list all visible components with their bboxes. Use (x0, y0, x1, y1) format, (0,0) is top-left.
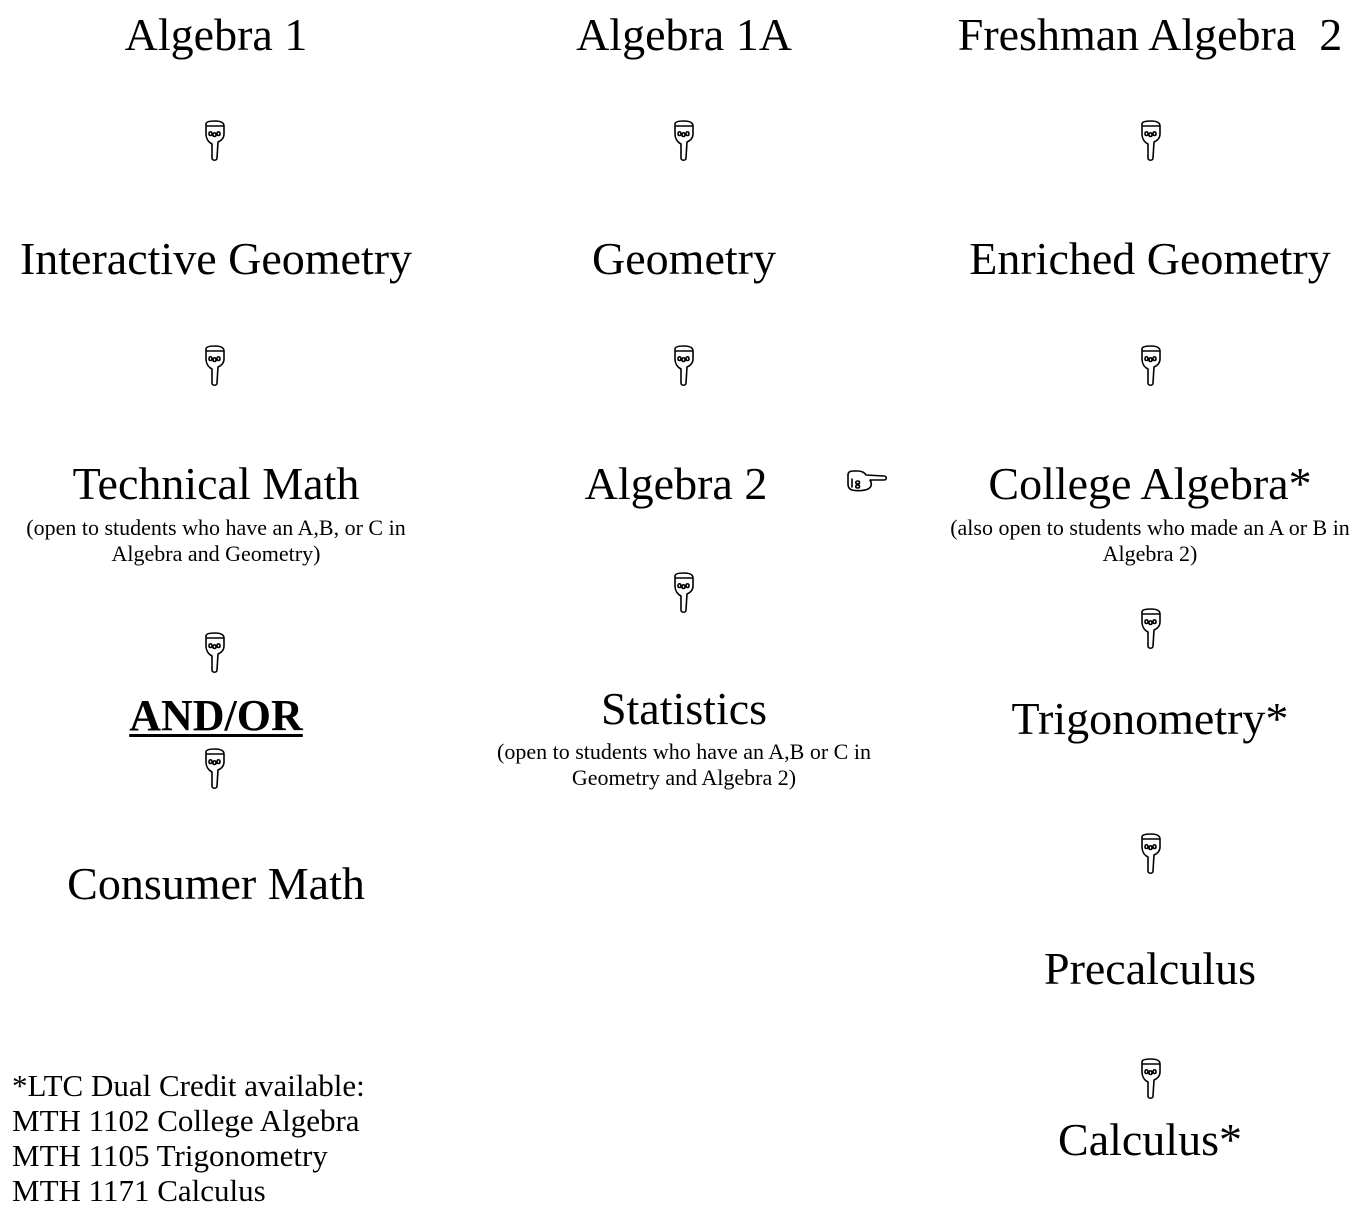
course-geometry: Geometry (592, 233, 776, 284)
dual-credit-footnote: *LTC Dual Credit available: MTH 1102 Col… (12, 1068, 365, 1208)
course-precalculus: Precalculus (1043, 943, 1257, 994)
pointing-hand-down-icon (203, 748, 227, 792)
and-or-label: AND/OR (129, 691, 303, 740)
footnote-line: MTH 1102 College Algebra (12, 1103, 360, 1138)
pointing-hand-down-icon (1139, 345, 1163, 389)
college-algebra-note: (also open to students who made an A or … (950, 515, 1350, 566)
pointing-hand-down-icon (672, 572, 696, 616)
pointing-hand-down-icon (203, 345, 227, 389)
footnote-line: *LTC Dual Credit available: (12, 1068, 365, 1103)
course-algebra-1: Algebra 1 (124, 9, 308, 60)
pointing-hand-down-icon (1139, 608, 1163, 652)
pointing-hand-right-icon (846, 469, 888, 493)
course-consumer-math: Consumer Math (67, 858, 365, 909)
course-technical-math: Technical Math (72, 458, 360, 509)
technical-math-note: (open to students who have an A,B, or C … (26, 515, 406, 566)
course-college-algebra: College Algebra* (988, 458, 1312, 509)
pointing-hand-down-icon (1139, 120, 1163, 164)
course-algebra-2: Algebra 2 (584, 458, 768, 509)
statistics-note: (open to students who have an A,B or C i… (497, 739, 871, 790)
pointing-hand-down-icon (1139, 1058, 1163, 1102)
course-interactive-geometry: Interactive Geometry (19, 233, 413, 284)
course-trigonometry: Trigonometry* (1011, 693, 1289, 744)
pointing-hand-down-icon (203, 632, 227, 676)
pointing-hand-down-icon (672, 120, 696, 164)
pointing-hand-down-icon (203, 120, 227, 164)
footnote-line: MTH 1105 Trigonometry (12, 1138, 328, 1173)
course-enriched-geometry: Enriched Geometry (969, 233, 1331, 284)
pointing-hand-down-icon (1139, 833, 1163, 877)
footnote-line: MTH 1171 Calculus (12, 1173, 266, 1208)
pointing-hand-down-icon (672, 345, 696, 389)
course-freshman-algebra-2: Freshman Algebra 2 (957, 9, 1343, 60)
course-algebra-1a: Algebra 1A (576, 9, 792, 60)
course-calculus: Calculus* (1058, 1114, 1242, 1165)
course-statistics: Statistics (600, 683, 768, 734)
